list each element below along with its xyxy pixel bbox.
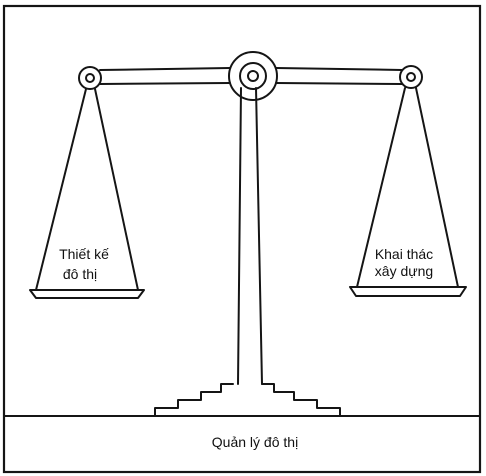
frame-border [4,6,480,472]
center-hub-inner [248,71,258,81]
left-pan-label-line2: đô thị [63,266,97,282]
left-pivot-outer [79,67,101,89]
left-pivot-inner [86,74,94,82]
scale-column [238,88,262,384]
center-hub-outer [229,52,277,100]
pedestal-steps [155,384,340,416]
right-pan-label-line1: Khai thác [375,246,433,262]
right-pan-label-line2: xây dựng [375,263,433,279]
base-label: Quản lý đô thị [212,434,298,450]
right-pivot-outer [400,66,422,88]
right-pivot-inner [407,73,415,81]
right-pan [350,287,466,296]
left-pan [30,290,144,298]
center-hub-middle [240,63,266,89]
left-pan-label-line1: Thiết kế [59,246,109,262]
